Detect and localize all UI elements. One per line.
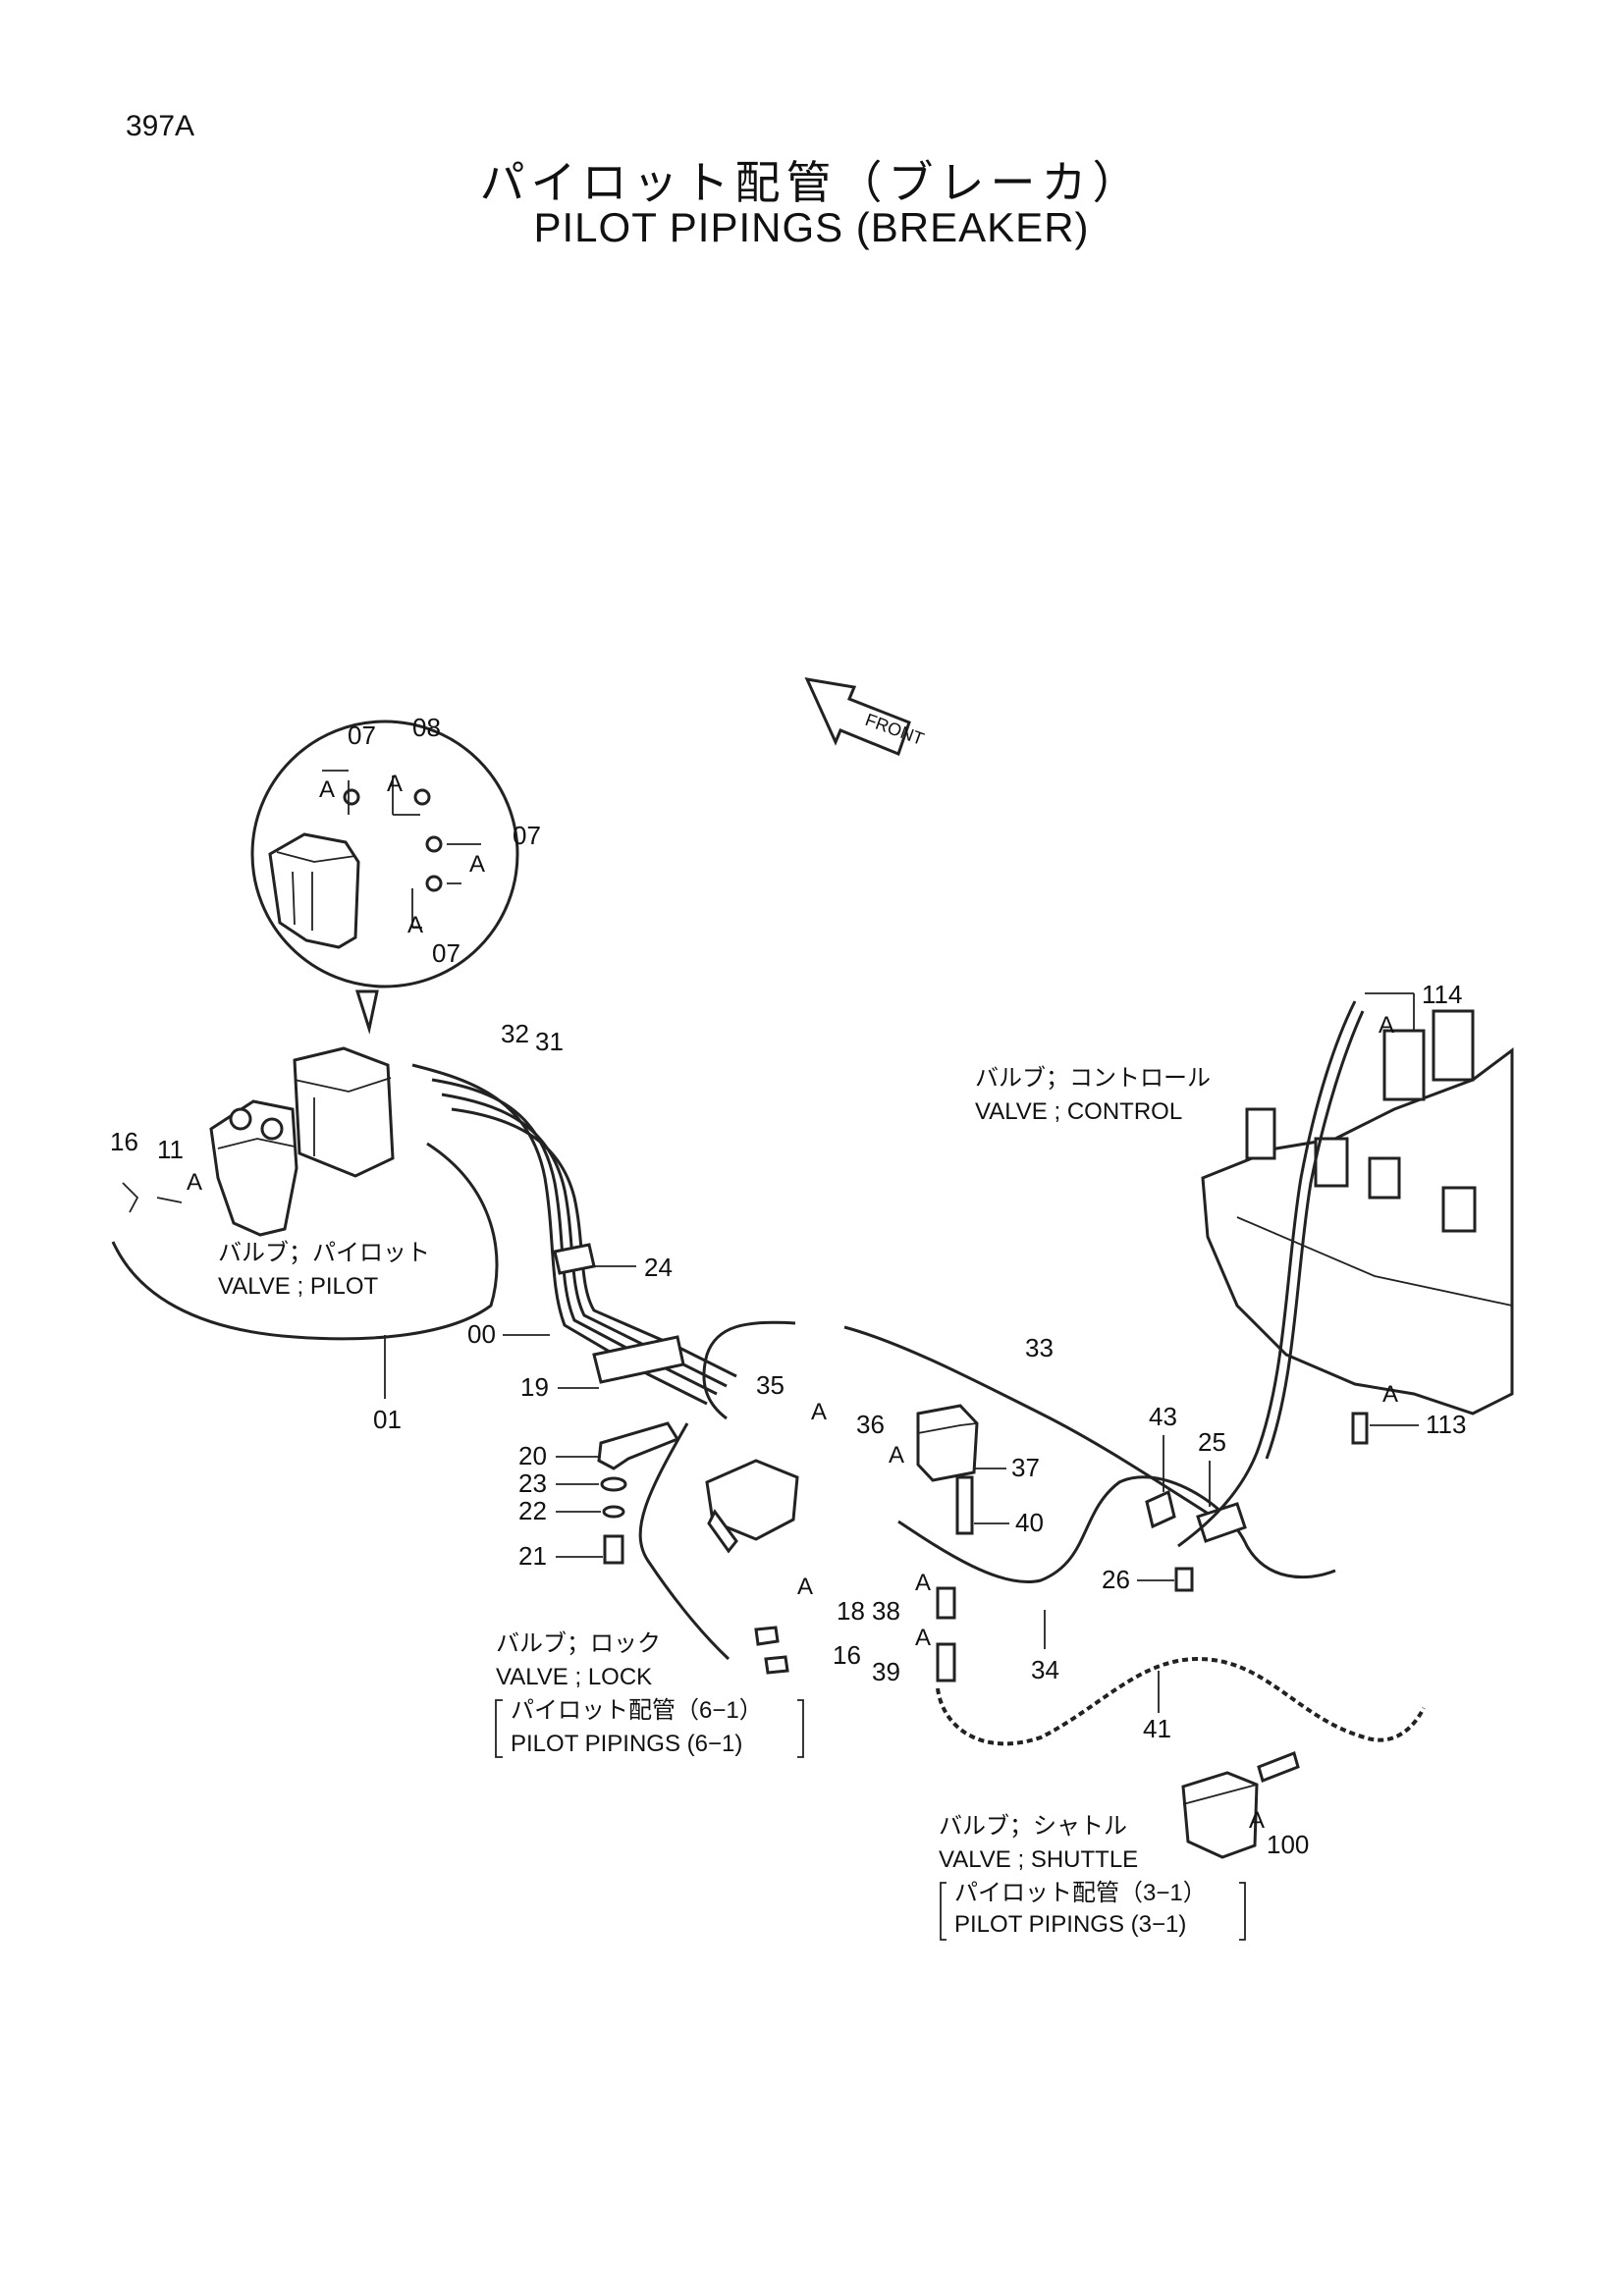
control-valve-label-jp: バルブ；コントロール	[975, 1065, 1211, 1092]
callout-37: 37	[1011, 1453, 1040, 1482]
lock-valve-ref-jp: パイロット配管（6−1）	[511, 1697, 763, 1724]
callout-33: 33	[1025, 1333, 1054, 1362]
shuttle-valve-label-en: VALVE ; SHUTTLE	[939, 1846, 1138, 1873]
connector-a-12: A	[1379, 1012, 1394, 1039]
hose-34	[897, 1475, 1336, 1583]
callout-100: 100	[1267, 1830, 1309, 1859]
connector-a-8: A	[889, 1442, 904, 1468]
connector-a-7: A	[811, 1399, 827, 1425]
lock-valve-ref-en: PILOT PIPINGS (6−1)	[511, 1731, 742, 1757]
callout-26: 26	[1102, 1565, 1130, 1594]
page-id: 397A	[126, 110, 195, 142]
title-english: PILOT PIPINGS (BREAKER)	[533, 204, 1090, 250]
callout-43: 43	[1149, 1402, 1177, 1431]
hose-33-b	[702, 1320, 796, 1420]
hose-33	[843, 1325, 1218, 1522]
callout-20: 20	[518, 1441, 547, 1470]
control-valve	[1201, 1009, 1514, 1415]
callout-07-top-left: 07	[348, 721, 376, 750]
title-japanese: パイロット配管（ブレーカ）	[479, 156, 1144, 209]
callout-07-right: 07	[513, 821, 541, 850]
clamp-assembly	[1145, 1489, 1247, 1592]
callout-08: 08	[412, 713, 441, 742]
hose-control-b	[1265, 1010, 1365, 1460]
callout-25: 25	[1198, 1427, 1226, 1457]
bolt-40	[955, 1475, 974, 1535]
callout-07-bottom: 07	[432, 938, 460, 968]
connector-a-3: A	[469, 851, 485, 878]
detail-circle	[250, 720, 519, 1035]
lock-valve	[638, 1422, 799, 1661]
lock-valve-label-en: VALVE ; LOCK	[496, 1664, 652, 1690]
callout-19: 19	[520, 1372, 549, 1402]
callout-22: 22	[518, 1496, 547, 1525]
callout-16-left: 16	[110, 1127, 138, 1156]
block-37	[916, 1404, 979, 1482]
lock-valve-label-jp: バルブ；ロック	[496, 1630, 661, 1657]
callout-39: 39	[872, 1657, 900, 1686]
connector-a-1: A	[319, 776, 335, 803]
pilot-valve-label-en: VALVE ; PILOT	[218, 1273, 379, 1300]
connector-a-13: A	[1382, 1381, 1398, 1408]
callout-38: 38	[872, 1596, 900, 1626]
harness-41	[936, 1656, 1426, 1746]
front-arrow: FRONT	[804, 677, 927, 756]
pilot-valve-label-jp: バルブ；パイロット	[218, 1240, 430, 1266]
callout-34: 34	[1031, 1655, 1059, 1684]
connector-a-5: A	[187, 1169, 202, 1196]
hose-control	[1177, 1000, 1357, 1548]
shuttle-valve-ref-jp: パイロット配管（3−1）	[954, 1880, 1207, 1906]
pipe-01	[111, 1142, 499, 1341]
connector-a-9: A	[915, 1570, 931, 1596]
bracket-assembly	[597, 1421, 680, 1565]
callout-113: 113	[1426, 1410, 1466, 1439]
callout-24: 24	[644, 1253, 673, 1282]
pilot-valve	[209, 1099, 298, 1237]
callout-114: 114	[1422, 980, 1462, 1009]
callout-23: 23	[518, 1468, 547, 1498]
connector-a-6: A	[797, 1574, 813, 1600]
shuttle-valve-label-jp: バルブ；シャトル	[939, 1813, 1127, 1840]
callout-41: 41	[1143, 1714, 1171, 1743]
callout-35: 35	[756, 1370, 784, 1400]
callout-00: 00	[467, 1319, 496, 1349]
connector-a-10: A	[915, 1625, 931, 1651]
shuttle-valve-ref-en: PILOT PIPINGS (3−1)	[954, 1911, 1186, 1938]
connector-a-2: A	[387, 771, 403, 797]
pipe-bundle	[411, 1063, 737, 1406]
callout-40: 40	[1015, 1508, 1044, 1537]
control-valve-label-en: VALVE ; CONTROL	[975, 1098, 1182, 1125]
callout-31: 31	[535, 1027, 564, 1056]
callout-01: 01	[373, 1405, 402, 1434]
callout-11: 11	[157, 1135, 184, 1164]
callout-16-lower: 16	[833, 1640, 861, 1670]
shuttle-valve	[1181, 1751, 1300, 1859]
callout-36: 36	[856, 1410, 885, 1439]
callout-18: 18	[837, 1596, 865, 1626]
connector-a-11: A	[1249, 1807, 1265, 1834]
connector-a-4: A	[407, 912, 423, 938]
callout-21: 21	[518, 1541, 547, 1571]
pilot-valve-box	[293, 1046, 395, 1178]
callout-32: 32	[501, 1019, 529, 1048]
